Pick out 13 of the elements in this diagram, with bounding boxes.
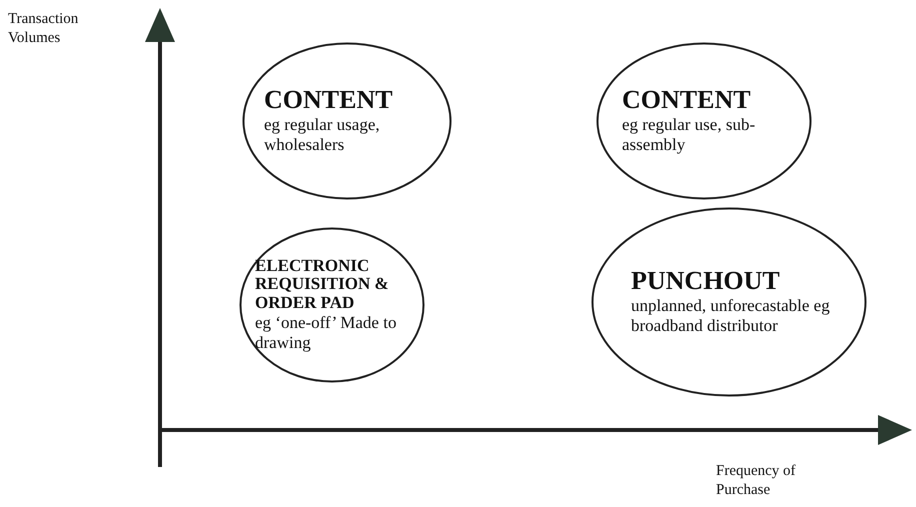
quadrant-heading: CONTENT: [264, 86, 394, 115]
quadrant-ellipse: [591, 207, 867, 397]
axis-title: Frequency of Purchase: [716, 462, 797, 500]
axis-title: Transaction Volumes: [8, 10, 80, 48]
quadrant-ellipse: [596, 42, 812, 200]
quadrant-ellipse: [242, 42, 452, 200]
quadrant-description: eg ‘one-off’ Made to drawing: [255, 312, 398, 354]
quadrant-description: unplanned, unforecastable eg broadband distributor: [631, 296, 831, 337]
quadrant-heading: PUNCHOUT: [631, 267, 781, 296]
quadrant-heading: CONTENT: [622, 86, 752, 115]
quadrant-ellipse: [239, 227, 425, 383]
quadrant-description: eg regular usage, wholesalers: [264, 114, 381, 156]
quadrant-description: eg regular use, sub-assembly: [622, 114, 756, 156]
